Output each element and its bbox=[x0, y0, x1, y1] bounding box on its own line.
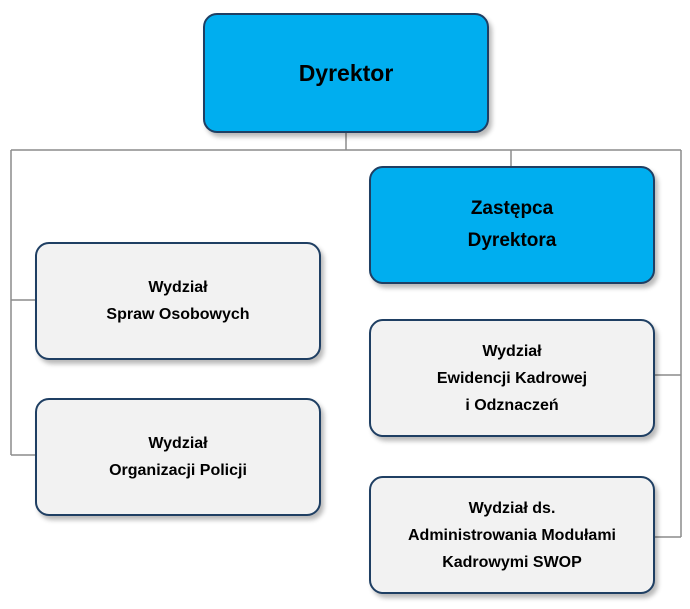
node-spraw-osobowych-label: Wydział Spraw Osobowych bbox=[106, 279, 250, 323]
node-administrowania-swop: Wydział ds. Administrowania Modułami Kad… bbox=[369, 476, 655, 594]
node-director-label: Dyrektor bbox=[298, 59, 394, 86]
node-ewidencji-kadrowej-label: Wydział Ewidencji Kadrowej i Odznaczeń bbox=[436, 342, 588, 414]
node-deputy-director: Zastępca Dyrektora bbox=[369, 166, 655, 284]
node-deputy-director-label: Zastępca Dyrektora bbox=[467, 198, 557, 251]
node-organizacji-policji: Wydział Organizacji Policji bbox=[35, 398, 321, 516]
node-director: Dyrektor bbox=[203, 13, 489, 133]
node-ewidencji-kadrowej: Wydział Ewidencji Kadrowej i Odznaczeń bbox=[369, 319, 655, 437]
node-administrowania-swop-label: Wydział ds. Administrowania Modułami Kad… bbox=[407, 499, 616, 571]
node-spraw-osobowych: Wydział Spraw Osobowych bbox=[35, 242, 321, 360]
node-organizacji-policji-label: Wydział Organizacji Policji bbox=[109, 435, 247, 479]
